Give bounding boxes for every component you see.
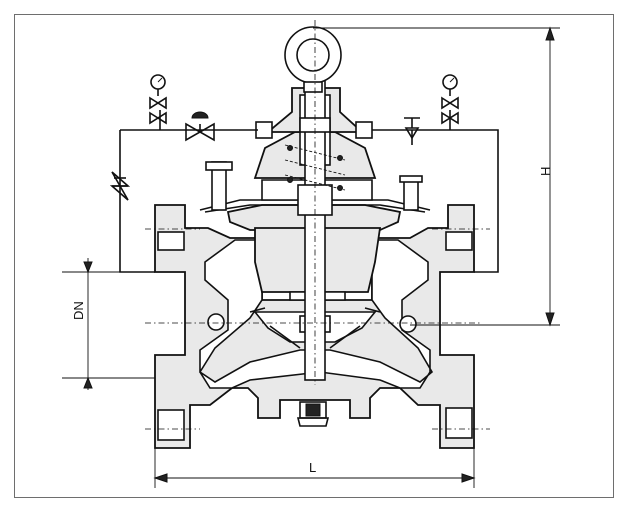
dimension-dn: DN	[62, 258, 155, 390]
pressure-gauge-right	[441, 74, 459, 125]
dimension-label-l: L	[309, 460, 316, 475]
lifting-eye	[284, 26, 342, 93]
bonnet-bolts	[205, 121, 423, 211]
needle-valve	[109, 171, 131, 201]
pilot-valve	[185, 111, 215, 142]
dimension-h: H	[313, 26, 560, 327]
centerlines	[145, 20, 490, 430]
pressure-gauge-left	[149, 74, 167, 125]
dimension-label-dn: DN	[71, 301, 86, 320]
pressure-ports	[207, 313, 417, 333]
dimension-label-h: H	[538, 167, 553, 176]
vent-symbol	[404, 117, 420, 140]
dimension-l: L	[153, 448, 476, 488]
